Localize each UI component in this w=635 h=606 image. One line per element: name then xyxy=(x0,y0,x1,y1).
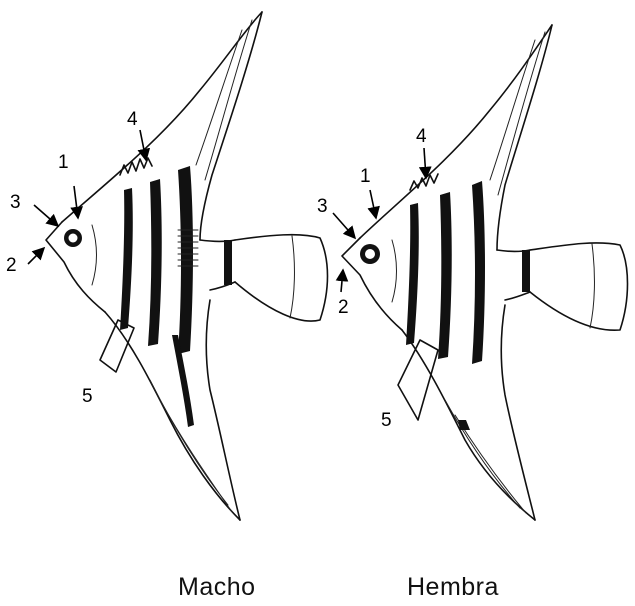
male-label-2: 2 xyxy=(6,255,17,276)
male-labels: 1 2 3 4 5 xyxy=(6,109,138,407)
female-fish xyxy=(342,25,628,520)
male-fish xyxy=(46,12,328,520)
male-label-3: 3 xyxy=(10,192,21,213)
male-label-5: 5 xyxy=(82,386,93,407)
male-label-1: 1 xyxy=(58,152,69,173)
female-label-1: 1 xyxy=(360,166,371,187)
female-label-3: 3 xyxy=(317,196,328,217)
male-caption: Macho xyxy=(178,573,256,602)
female-label-5: 5 xyxy=(381,410,392,431)
female-label-4: 4 xyxy=(416,126,427,147)
female-label-2: 2 xyxy=(338,297,349,318)
male-label-4: 4 xyxy=(127,109,138,130)
female-caption: Hembra xyxy=(407,573,499,602)
